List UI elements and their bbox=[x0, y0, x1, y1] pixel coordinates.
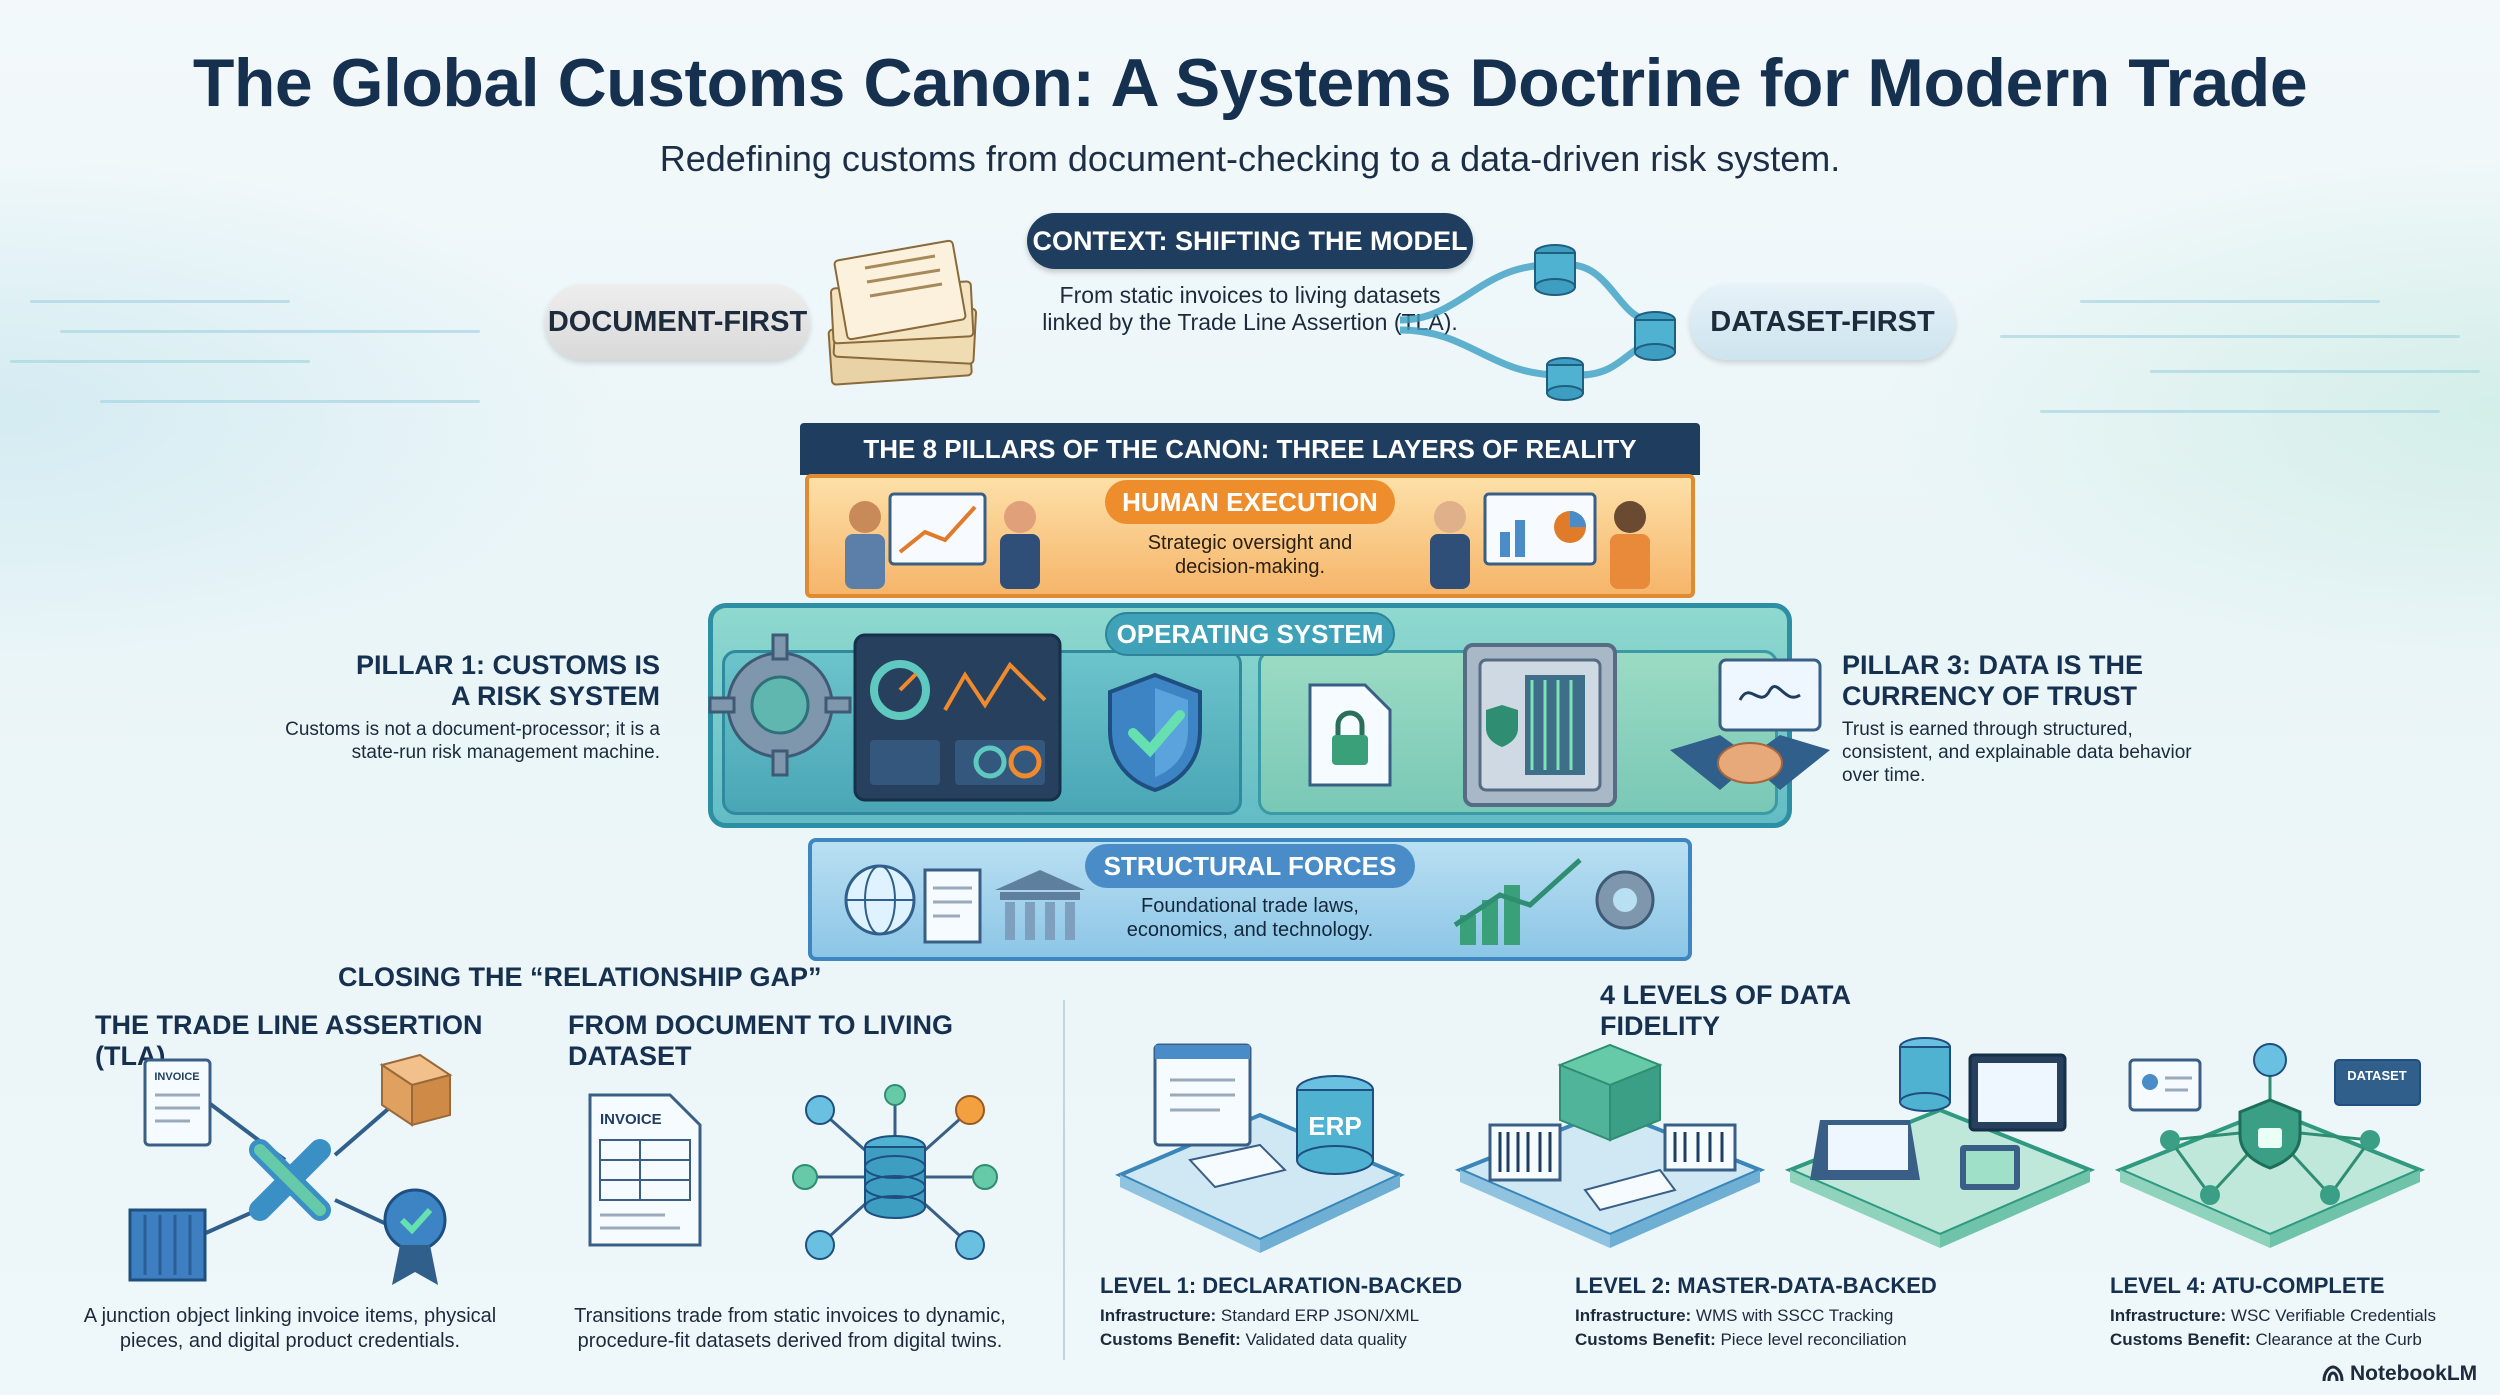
data-fidelity-title: 4 LEVELS OF DATA FIDELITY bbox=[1600, 980, 1851, 1041]
level-2-title: LEVEL 2: MASTER-DATA-BACKED bbox=[1575, 1273, 1937, 1298]
tla-description: A junction object linking invoice items,… bbox=[83, 1305, 497, 1352]
pillars-header: THE 8 PILLARS OF THE CANON: THREE LAYERS… bbox=[800, 423, 1700, 475]
shield-check-icon bbox=[1108, 672, 1202, 793]
relationship-gap-title: CLOSING THE “RELATIONSHIP GAP” bbox=[338, 962, 822, 992]
benefit-label: Customs Benefit: bbox=[1575, 1330, 1716, 1349]
tla-title: THE TRADE LINE ASSERTION (TLA) bbox=[95, 1010, 483, 1071]
notebooklm-logo-icon bbox=[2322, 1365, 2344, 1382]
page-title: The Global Customs Canon: A Systems Doct… bbox=[192, 45, 2308, 121]
human-execution-description: Strategic oversight and decision-making. bbox=[1147, 532, 1353, 578]
level-4-title: LEVEL 4: ATU-COMPLETE bbox=[2110, 1273, 2385, 1298]
brand-watermark: NotebookLM bbox=[2322, 1362, 2492, 1386]
page-subtitle: Redefining customs from document-checkin… bbox=[659, 138, 1841, 179]
pillar-3-description: Trust is earned through structured, cons… bbox=[1842, 719, 2192, 786]
secure-vault-icon bbox=[1463, 643, 1617, 807]
risk-dashboard-icon bbox=[853, 633, 1062, 802]
benefit-label: Customs Benefit: bbox=[2110, 1330, 2251, 1349]
document-first-label: DOCUMENT-FIRST bbox=[545, 284, 810, 360]
benefit-value: Piece level reconciliation bbox=[1720, 1330, 1907, 1349]
level-2-infrastructure: Infrastructure: WMS with SSCC Tracking bbox=[1575, 1306, 1955, 1326]
benefit-value: Validated data quality bbox=[1245, 1330, 1407, 1349]
context-description: From static invoices to living datasets … bbox=[1042, 282, 1458, 335]
gear-icon bbox=[708, 633, 852, 777]
dataset-first-label: DATASET-FIRST bbox=[1690, 284, 1955, 360]
infrastructure-label: Infrastructure: bbox=[1100, 1306, 1217, 1325]
erp-label: ERP bbox=[1308, 1111, 1361, 1141]
data-streak bbox=[2000, 335, 2460, 338]
data-streak bbox=[10, 360, 310, 363]
document-to-dataset-title: FROM DOCUMENT TO LIVING DATASET bbox=[568, 1010, 953, 1071]
brand-name: NotebookLM bbox=[2350, 1362, 2478, 1385]
pillar-1-title: PILLAR 1: CUSTOMS IS A RISK SYSTEM bbox=[355, 650, 660, 711]
handshake-contract-icon bbox=[1670, 658, 1830, 790]
document-lock-icon bbox=[1308, 683, 1392, 787]
pillar-3-title: PILLAR 3: DATA IS THE CURRENCY OF TRUST bbox=[1842, 650, 2143, 711]
people-chart-icon bbox=[1430, 492, 1650, 589]
document-stack-icon bbox=[827, 239, 978, 386]
level-1-infrastructure: Infrastructure: Standard ERP JSON/XML bbox=[1100, 1306, 1480, 1326]
data-streak bbox=[60, 330, 480, 333]
dataset-network-icon bbox=[1399, 244, 1676, 401]
infrastructure-label: Infrastructure: bbox=[2110, 1306, 2227, 1325]
operating-system-badge: OPERATING SYSTEM bbox=[1105, 612, 1395, 656]
living-dataset-network-icon bbox=[792, 1084, 998, 1260]
level-1-benefit: Customs Benefit: Validated data quality bbox=[1100, 1330, 1480, 1350]
data-streak bbox=[2080, 300, 2380, 303]
infrastructure-value: WMS with SSCC Tracking bbox=[1695, 1306, 1894, 1325]
level-3-tech-platform-icon bbox=[1784, 1037, 2096, 1248]
benefit-label: Customs Benefit: bbox=[1100, 1330, 1241, 1349]
human-execution-badge: HUMAN EXECUTION bbox=[1105, 480, 1395, 524]
people-dashboard-icon bbox=[845, 492, 1040, 589]
dataset-tag-label: DATASET bbox=[2347, 1068, 2407, 1083]
pillar-1-description: Customs is not a document-processor; it … bbox=[285, 719, 660, 763]
structural-forces-badge: STRUCTURAL FORCES bbox=[1085, 844, 1415, 888]
level-4-credential-network-icon: DATASET bbox=[2114, 1043, 2426, 1248]
infrastructure-value: WSC Verifiable Credentials bbox=[2230, 1306, 2436, 1325]
level-1-erp-platform-icon: ERP bbox=[1115, 1043, 1405, 1253]
data-streak bbox=[100, 400, 480, 403]
living-dataset-description: Transitions trade from static invoices t… bbox=[574, 1305, 1006, 1352]
invoice-document-icon: INVOICE bbox=[588, 1093, 702, 1247]
invoice-label: INVOICE bbox=[600, 1111, 662, 1128]
level-2-warehouse-platform-icon bbox=[1454, 1043, 1766, 1248]
invoice-label: INVOICE bbox=[154, 1071, 199, 1083]
tla-junction-diagram: INVOICE bbox=[128, 1053, 453, 1285]
infrastructure-label: Infrastructure: bbox=[1575, 1306, 1692, 1325]
infrastructure-value: Standard ERP JSON/XML bbox=[1220, 1306, 1420, 1325]
context-badge: CONTEXT: SHIFTING THE MODEL bbox=[1027, 213, 1473, 269]
level-2-benefit: Customs Benefit: Piece level reconciliat… bbox=[1575, 1330, 1955, 1350]
benefit-value: Clearance at the Curb bbox=[2255, 1330, 2422, 1349]
background-glow-left bbox=[0, 150, 620, 670]
globe-law-icons bbox=[844, 864, 1085, 944]
data-streak bbox=[2150, 370, 2480, 373]
data-streak bbox=[2040, 410, 2440, 413]
section-divider bbox=[1063, 1000, 1065, 1360]
data-streak bbox=[30, 300, 290, 303]
level-1-title: LEVEL 1: DECLARATION-BACKED bbox=[1100, 1273, 1463, 1298]
level-4-infrastructure: Infrastructure: WSC Verifiable Credentia… bbox=[2110, 1306, 2490, 1326]
economics-tech-icons bbox=[1453, 858, 1655, 945]
level-4-benefit: Customs Benefit: Clearance at the Curb bbox=[2110, 1330, 2490, 1350]
structural-forces-description: Foundational trade laws, economics, and … bbox=[1126, 895, 1374, 941]
